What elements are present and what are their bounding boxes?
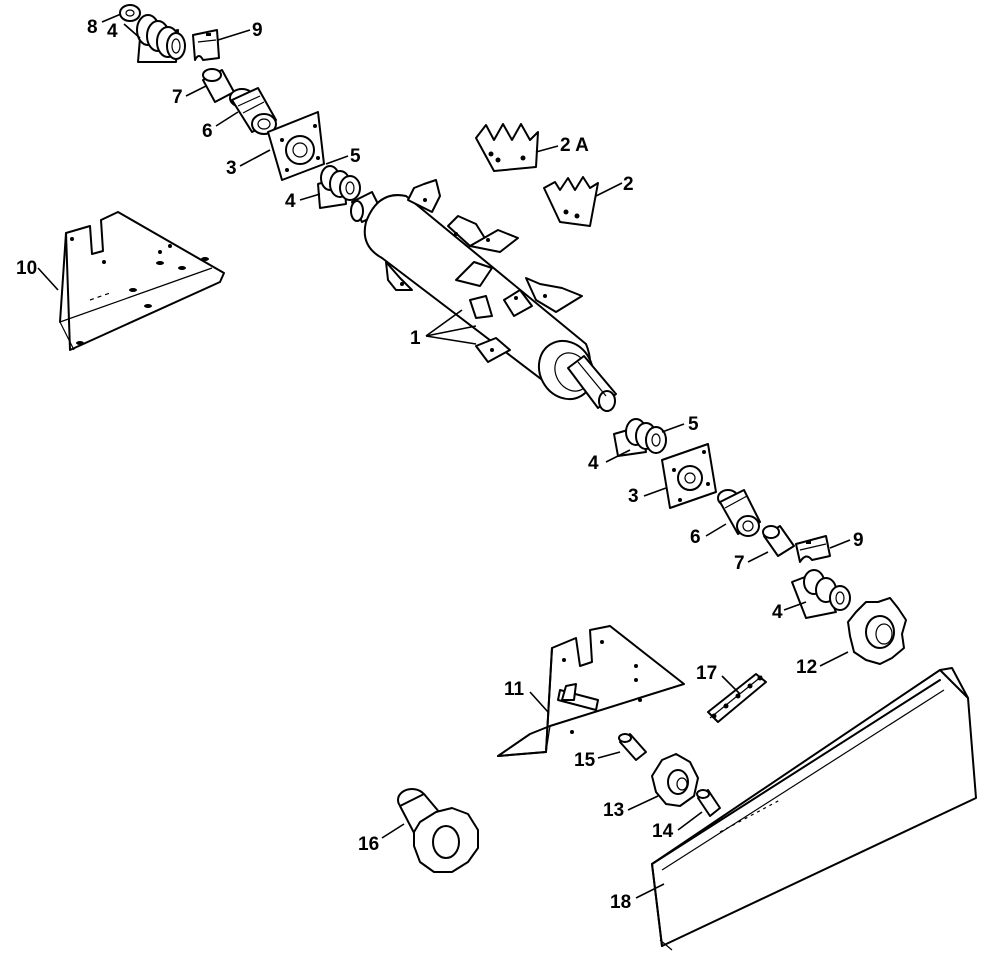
bearing-rings-top	[136, 14, 186, 60]
cutter-blade-part-2	[543, 176, 599, 227]
label-part-6: 6	[202, 121, 213, 142]
label-part-17: 17	[696, 663, 717, 684]
chain-part-17	[707, 673, 767, 723]
label-part-16: 16	[358, 834, 379, 855]
label-part-7: 7	[734, 553, 745, 574]
pin-part-7-top	[202, 68, 235, 103]
label-part-18: 18	[610, 892, 631, 913]
label-part-9: 9	[853, 530, 864, 551]
label-part-14: 14	[652, 821, 674, 842]
sprocket-part-12	[847, 597, 907, 665]
washer-part-8	[119, 4, 141, 22]
label-part-2a: 2 A	[560, 135, 589, 156]
bearing-rings-low	[803, 569, 851, 611]
label-part-5: 5	[350, 146, 361, 167]
label-part-15: 15	[574, 750, 596, 771]
bushing-part-6-top	[229, 87, 277, 135]
label-part-4: 4	[107, 21, 118, 42]
bracket-part-9-mid	[795, 535, 831, 563]
label-part-8: 8	[87, 17, 98, 38]
label-part-3: 3	[226, 158, 237, 179]
label-part-9: 9	[252, 20, 263, 41]
shield-panel-part-18	[651, 667, 977, 951]
label-part-4: 4	[772, 602, 783, 623]
side-panel-part-10	[59, 211, 225, 351]
label-part-12: 12	[796, 657, 817, 678]
bracket-part-9-top	[192, 29, 220, 61]
bearing-part-5-top	[317, 165, 361, 209]
label-part-13: 13	[603, 800, 624, 821]
sprocket-part-13	[651, 753, 699, 807]
pin-part-15	[618, 733, 647, 761]
label-part-11: 11	[504, 679, 525, 700]
label-part-3: 3	[628, 486, 639, 507]
hub-sprocket-part-16	[397, 788, 479, 873]
bearing-part-5-mid	[625, 418, 667, 454]
label-part-4: 4	[285, 191, 296, 212]
bushing-part-6-mid	[717, 489, 761, 537]
leader-lines	[37, 13, 851, 899]
flange-plate-part-3-mid	[661, 443, 717, 509]
label-part-2: 2	[623, 174, 634, 195]
label-part-7: 7	[172, 87, 183, 108]
pin-part-14	[696, 789, 721, 817]
cutter-blade-part-2a	[475, 123, 539, 172]
pin-part-7-mid	[762, 525, 795, 557]
label-part-4: 4	[588, 453, 599, 474]
label-part-5: 5	[688, 414, 699, 435]
label-part-10: 10	[16, 258, 37, 279]
label-part-1: 1	[410, 328, 421, 349]
rotor-shaft-part-1	[350, 179, 617, 412]
flange-plate-part-3-top	[267, 111, 325, 181]
label-part-6: 6	[690, 527, 701, 548]
mounting-bracket-part-11	[497, 625, 685, 757]
